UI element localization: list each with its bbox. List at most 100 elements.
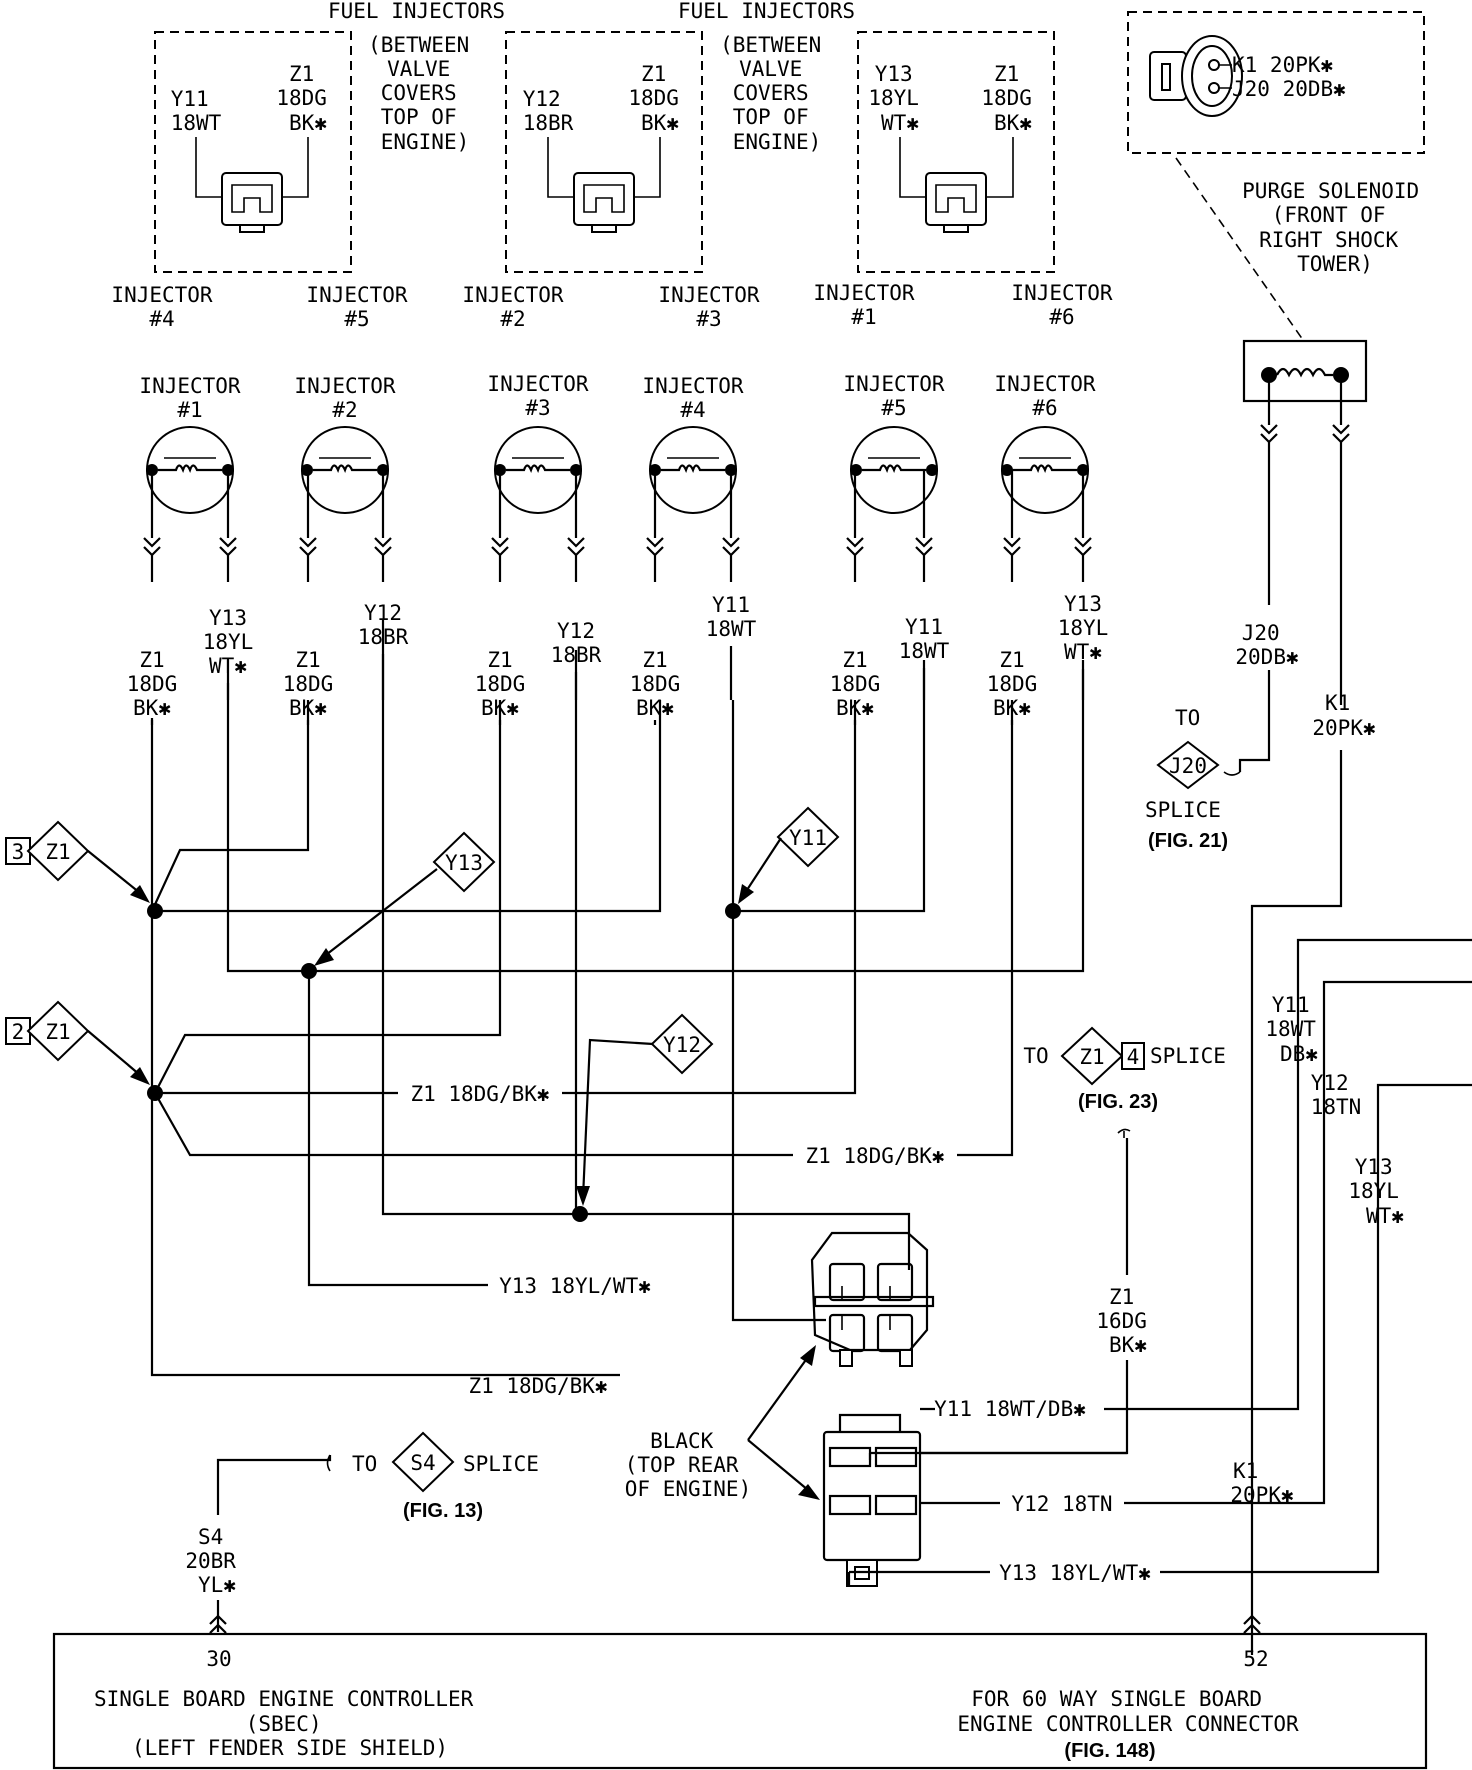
s4-splice-to: TO bbox=[352, 1452, 377, 1476]
top-injector-connectors: FUEL INJECTORS FUEL INJECTORS (BETWEEN V… bbox=[111, 0, 1113, 331]
s4-splice-text: SPLICE bbox=[463, 1452, 539, 1476]
injector-6-symbol bbox=[1001, 426, 1089, 514]
controller-pin-30: 30 bbox=[206, 1647, 231, 1671]
box2-left-wire: Y12 18BR bbox=[523, 87, 574, 135]
z1-16dg-wire: Z1 16DG BK✱ bbox=[1096, 1285, 1159, 1357]
j20-splice-marker: J20 bbox=[1156, 740, 1220, 790]
inline-z1-a: Z1 18DG/BK✱ bbox=[410, 1082, 549, 1106]
inline-y11-db: Y11 18WT/DB✱ bbox=[934, 1397, 1086, 1421]
injector-1-symbol bbox=[146, 426, 234, 514]
controller-fig: (FIG. 148) bbox=[1064, 1740, 1155, 1762]
purge-solenoid-coil bbox=[1242, 339, 1368, 403]
inline-z1-b: Z1 18DG/BK✱ bbox=[805, 1144, 944, 1168]
injector-5-symbol bbox=[850, 426, 938, 514]
injector-5-name: INJECTOR#5 bbox=[843, 372, 945, 420]
top-label-injector-2: INJECTOR#2 bbox=[462, 283, 564, 331]
box3-right-wire: Z1 18DG BK✱ bbox=[981, 62, 1044, 135]
splice-wiring: 3 Z1 2 Z1 Y13 Y11 Y12 bbox=[5, 620, 1226, 1455]
fuel-injectors-header-2: FUEL INJECTORS bbox=[678, 0, 855, 23]
top-label-injector-5: INJECTOR#5 bbox=[306, 283, 408, 331]
between-note-1: (BETWEEN VALVE COVERS TOP OF ENGINE) bbox=[368, 33, 482, 154]
svg-text:Y11: Y11 bbox=[789, 826, 827, 850]
black-connector-upper bbox=[810, 1231, 935, 1367]
box1-right-wire: Z1 18DG BK✱ bbox=[276, 62, 339, 135]
injector-4-symbol bbox=[649, 426, 737, 514]
z1-splice-text: SPLICE bbox=[1150, 1044, 1226, 1068]
z1-splice-to: TO bbox=[1023, 1044, 1048, 1068]
j20-splice-to: TO bbox=[1175, 706, 1200, 730]
injector-3-name: INJECTOR#3 bbox=[487, 372, 589, 420]
injector-4-name: INJECTOR#4 bbox=[642, 374, 744, 422]
injector-2-symbol bbox=[301, 426, 389, 514]
j20-splice-text: SPLICE bbox=[1145, 798, 1221, 822]
svg-text:Z1: Z1 bbox=[45, 1020, 70, 1044]
svg-text:Y13: Y13 bbox=[445, 851, 483, 875]
injector-3-symbol bbox=[494, 426, 582, 514]
purge-solenoid: K1 20PK✱ J20 20DB✱ PURGE SOLENOID (FRONT… bbox=[1127, 11, 1432, 1655]
right-wire-y11: Y11 18WT DB✱ bbox=[1265, 993, 1328, 1066]
black-connector-label: BLACK (TOP REAR OF ENGINE) bbox=[625, 1429, 751, 1501]
top-label-injector-3: INJECTOR#3 bbox=[658, 283, 760, 331]
injector-connector-icon-1 bbox=[221, 172, 283, 233]
sbec-controller: 30 52 SINGLE BOARD ENGINE CONTROLLER (SB… bbox=[52, 1632, 1428, 1770]
svg-text:S4: S4 bbox=[410, 1451, 435, 1475]
svg-text:3: 3 bbox=[12, 840, 25, 864]
z1-3-marker: 3 Z1 bbox=[5, 820, 90, 882]
inline-y12-tn: Y12 18TN bbox=[1011, 1492, 1112, 1516]
purge-wire-k1: K1 20PK✱ bbox=[1312, 691, 1376, 740]
svg-text:Y12: Y12 bbox=[663, 1033, 701, 1057]
purge-connector-icon bbox=[1149, 35, 1243, 117]
box3-left-wire: Y13 18YL WT✱ bbox=[868, 62, 931, 135]
between-note-2: (BETWEEN VALVE COVERS TOP OF ENGINE) bbox=[720, 33, 834, 154]
y13-marker: Y13 bbox=[432, 831, 496, 893]
controller-connector-note: FOR 60 WAY SINGLE BOARD ENGINE CONTROLLE… bbox=[957, 1687, 1299, 1736]
injector-connector-icon-3 bbox=[925, 172, 987, 233]
purge-solenoid-label: PURGE SOLENOID (FRONT OF RIGHT SHOCK TOW… bbox=[1242, 179, 1432, 276]
y11-marker: Y11 bbox=[776, 806, 840, 868]
inline-y13: Y13 18YL/WT✱ bbox=[499, 1274, 651, 1298]
injector-1-name: INJECTOR#1 bbox=[139, 374, 241, 422]
svg-text:2: 2 bbox=[12, 1020, 25, 1044]
top-label-injector-4: INJECTOR#4 bbox=[111, 283, 213, 331]
z1-4-splice-marker: Z1 4 bbox=[1060, 1026, 1145, 1086]
z1-splice-fig: (FIG. 23) bbox=[1078, 1091, 1158, 1113]
top-label-injector-1: INJECTOR#1 bbox=[813, 281, 915, 329]
svg-text:4: 4 bbox=[1127, 1045, 1140, 1069]
box2-right-wire: Z1 18DG BK✱ bbox=[628, 62, 691, 135]
s4-splice-fig: (FIG. 13) bbox=[403, 1500, 483, 1522]
top-label-injector-6: INJECTOR#6 bbox=[1011, 281, 1113, 329]
purge-pin-j20: J20 20DB✱ bbox=[1232, 77, 1346, 101]
box1-left-wire: Y11 18WT bbox=[171, 87, 222, 135]
svg-text:Z1: Z1 bbox=[1079, 1045, 1104, 1069]
injector-connector-icon-2 bbox=[573, 172, 635, 233]
injector-6-name: INJECTOR#6 bbox=[994, 372, 1096, 420]
fuel-injectors-header-1: FUEL INJECTORS bbox=[328, 0, 505, 23]
black-connector-lower bbox=[822, 1413, 922, 1587]
z1-2-marker: 2 Z1 bbox=[5, 1000, 90, 1062]
svg-text:J20: J20 bbox=[1169, 754, 1207, 778]
inline-y13-b: Y13 18YL/WT✱ bbox=[999, 1561, 1151, 1585]
right-wire-y13: Y13 18YL WT✱ bbox=[1348, 1155, 1411, 1228]
purge-wire-j20: J20 20DB✱ bbox=[1235, 621, 1299, 669]
controller-name: SINGLE BOARD ENGINE CONTROLLER (SBEC) (L… bbox=[94, 1687, 486, 1760]
controller-pin-52: 52 bbox=[1243, 1647, 1268, 1671]
y12-marker: Y12 bbox=[650, 1013, 714, 1075]
purge-pin-k1: K1 20PK✱ bbox=[1232, 53, 1334, 77]
s4-splice: TO S4 SPLICE (FIG. 13) S4 20BR YL✱ bbox=[185, 1431, 539, 1634]
svg-text:Z1: Z1 bbox=[45, 840, 70, 864]
j20-splice-fig: (FIG. 21) bbox=[1148, 830, 1228, 852]
s4-splice-marker: S4 bbox=[391, 1431, 455, 1493]
right-wire-k1: K1 20PK✱ bbox=[1230, 1459, 1294, 1507]
right-wire-y12: Y12 18TN bbox=[1311, 1071, 1362, 1119]
inline-z1-c: Z1 18DG/BK✱ bbox=[468, 1374, 607, 1398]
s4-wire-label: S4 20BR YL✱ bbox=[185, 1525, 248, 1597]
injector-2-name: INJECTOR#2 bbox=[294, 374, 396, 422]
